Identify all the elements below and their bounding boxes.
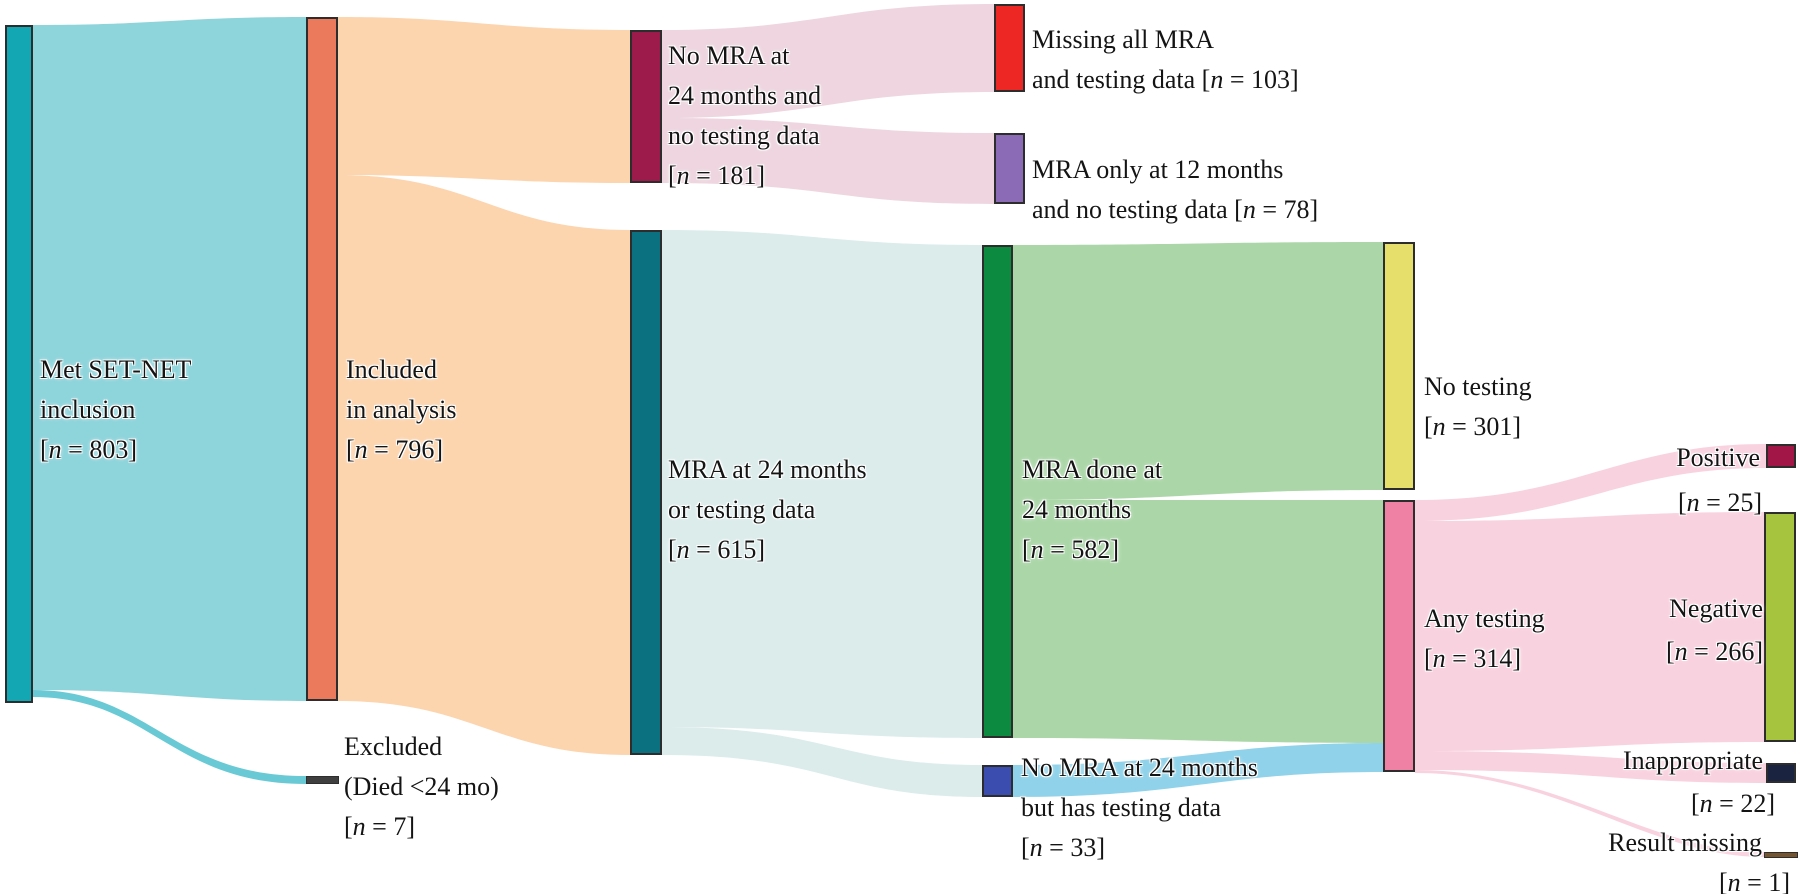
flow-included-to-nomra181 — [338, 17, 630, 183]
label-any-testing: Any testing [n = 314] — [1424, 604, 1545, 673]
label-no-mra-has-testing: No MRA at 24 months but has testing data… — [1021, 753, 1258, 862]
label-no-mra-24mo-no-testing: No MRA at 24 months and no testing data … — [668, 41, 822, 190]
flow-met-to-excluded — [33, 690, 306, 784]
flow-mradone582-to-notesting301 — [1013, 242, 1383, 500]
label-missing-all-mra: Missing all MRA and testing data [n = 10… — [1032, 25, 1299, 94]
node-positive — [1766, 444, 1796, 468]
node-mra-only-12mo — [994, 133, 1025, 204]
flow-mra615-to-nomra33 — [662, 727, 982, 797]
node-included-in-analysis — [306, 17, 338, 701]
label-mra-24mo-or-testing: MRA at 24 months or testing data [n = 61… — [668, 455, 867, 564]
label-inappropriate-n: [n = 22] — [1691, 789, 1775, 818]
label-mra-done-24mo: MRA done at 24 months [n = 582] — [1022, 455, 1163, 564]
node-met-set-net-inclusion — [5, 25, 33, 703]
node-mra-24mo-or-testing — [630, 230, 662, 755]
label-inappropriate: Inappropriate — [1622, 746, 1763, 775]
label-positive: Positive — [1676, 443, 1760, 472]
flow-nomra33-to-anytesting314 — [1013, 743, 1383, 797]
node-any-testing — [1383, 500, 1415, 772]
flow-nomra181-to-missing103 — [662, 4, 994, 118]
flow-met-to-included — [33, 17, 306, 701]
flow-anytesting-to-positive — [1415, 444, 1766, 521]
label-positive-n: [n = 25] — [1678, 488, 1762, 517]
label-result-missing: Result missing — [1608, 828, 1762, 857]
flow-anytesting-to-negative — [1415, 512, 1764, 751]
label-mra-only-12mo: MRA only at 12 months and no testing dat… — [1032, 155, 1319, 224]
node-missing-all-mra — [994, 4, 1025, 92]
flow-included-to-mra615 — [338, 175, 630, 755]
node-mra-done-24mo — [982, 245, 1013, 738]
label-negative-n: [n = 266] — [1666, 637, 1763, 666]
node-no-testing — [1383, 242, 1415, 490]
label-negative: Negative — [1669, 594, 1763, 623]
flow-mra615-to-mradone582 — [662, 230, 982, 738]
flow-mradone582-to-anytesting314 — [1013, 500, 1383, 743]
node-no-mra-has-testing — [982, 765, 1013, 797]
label-included-in-analysis: Included in analysis [n = 796] — [346, 355, 457, 464]
node-excluded-died — [306, 776, 339, 784]
flow-anytesting-to-inappropriate — [1415, 751, 1766, 783]
label-no-testing: No testing [n = 301] — [1424, 372, 1532, 441]
node-inappropriate — [1766, 763, 1796, 783]
node-no-mra-24mo-no-testing — [630, 30, 662, 183]
label-met-set-net-inclusion: Met SET-NET inclusion [n = 803] — [40, 355, 192, 464]
node-result-missing — [1764, 852, 1798, 858]
node-negative — [1764, 512, 1796, 742]
flow-nomra181-to-mraonly78 — [662, 118, 994, 204]
label-result-missing-n: [n = 1] — [1719, 868, 1790, 894]
label-excluded-died: Excluded (Died <24 mo) [n = 7] — [344, 732, 499, 841]
